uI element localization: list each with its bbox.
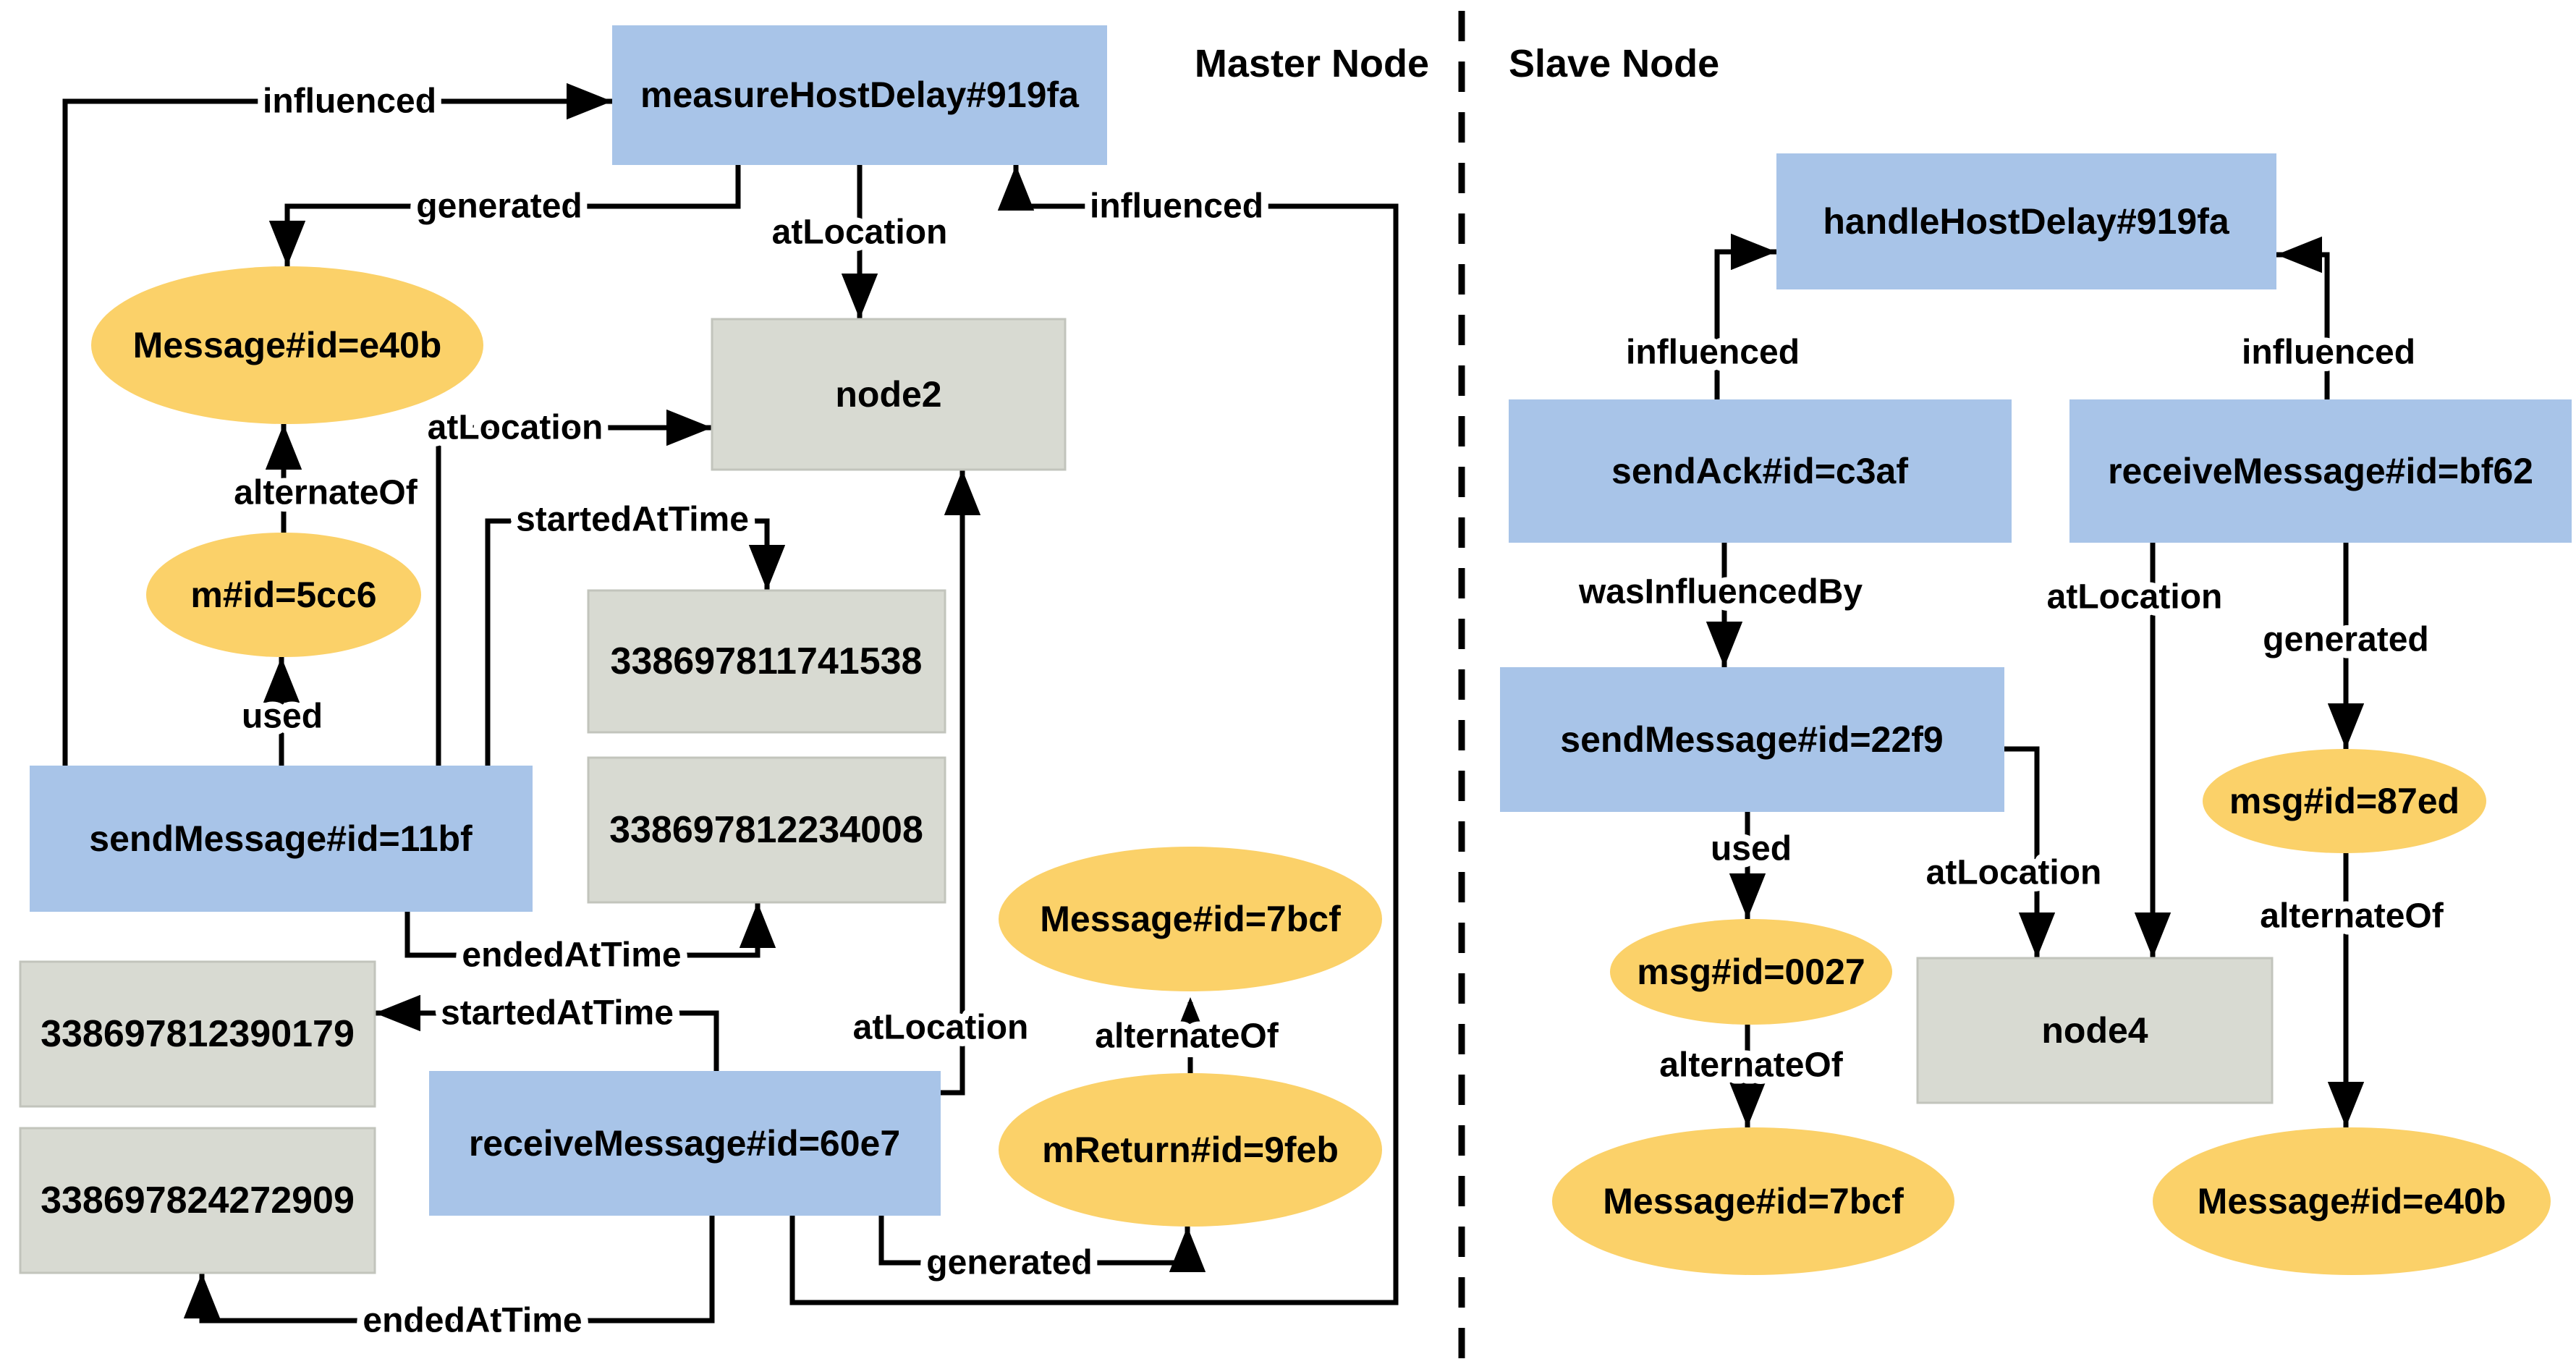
edge-label-used-master: used	[242, 698, 323, 736]
entity-node-label: msg#id=87ed	[2229, 781, 2460, 821]
entity-node-m-5cc6	[146, 533, 421, 657]
edge-label-started-at-time-recv: startedAtTime	[441, 994, 674, 1033]
activity-node-send-ack	[1509, 399, 2012, 543]
timestamp-node-send-ended	[587, 756, 946, 904]
edge-label-ended-at-time-recv: endedAtTime	[363, 1302, 582, 1340]
edge-label-generated-top: generated	[416, 187, 582, 226]
edge-label-influenced-send-ack: influenced	[1626, 334, 1800, 372]
slave-edge-labels: influenced influenced wasInfluencedBy us…	[1571, 326, 2452, 1092]
timestamp-value: 338697824272909	[41, 1180, 355, 1221]
activity-node-label: sendMessage#id=22f9	[1560, 719, 1943, 760]
activity-node-label: measureHostDelay#919fa	[640, 75, 1080, 115]
edge-label-alternate-of-msg: alternateOf	[1659, 1046, 1843, 1085]
entity-node-label: Message#id=e40b	[2198, 1181, 2507, 1221]
edge-label-influenced-left: influenced	[263, 82, 436, 121]
master-edge-labels: influenced generated atLocation influenc…	[226, 75, 1286, 1347]
edge-label-at-location-send: atLocation	[1926, 854, 2102, 892]
edge-generated-return	[878, 1216, 1206, 1272]
entity-node-message-7bcf	[999, 847, 1382, 991]
slave-nodes: handleHostDelay#919fa sendAck#id=c3af re…	[1500, 153, 2572, 1275]
master-node-title: Master Node	[1195, 42, 1429, 85]
edge-label-generated-return: generated	[926, 1244, 1092, 1282]
entity-node-message-7bcf-slave	[1552, 1127, 1954, 1275]
edge-label-generated-slave: generated	[2263, 621, 2428, 659]
timestamp-value: 338697812390179	[41, 1013, 355, 1055]
location-node-node4	[1916, 957, 2274, 1104]
edge-label-influenced-receive: influenced	[2242, 334, 2415, 372]
edge-ended-at-time-send	[404, 902, 776, 958]
edge-started-at-time-send	[485, 518, 786, 766]
edge-label-alternate-of-return-slave: alternateOf	[2260, 897, 2444, 936]
edge-label-at-location-node2: atLocation	[428, 409, 603, 447]
edge-influenced-left	[62, 82, 612, 766]
slave-edges	[1706, 233, 2365, 1127]
entity-node-label: Message#id=e40b	[133, 325, 442, 365]
timestamp-node-recv-ended	[19, 1127, 376, 1274]
edge-at-location-send	[2004, 746, 2056, 958]
activity-node-label: sendAck#id=c3af	[1611, 451, 1908, 491]
activity-node-label: sendMessage#id=11bf	[89, 818, 473, 859]
activity-node-send-message-slave	[1500, 667, 2004, 812]
activity-node-handle-host-delay	[1776, 153, 2276, 289]
timestamp-value: 338697811741538	[611, 640, 923, 682]
edge-at-location-recv	[941, 470, 981, 1096]
activity-node-receive-message-slave	[2069, 399, 2572, 543]
timestamp-value: 338697812234008	[609, 809, 923, 851]
edge-influenced-receive	[2276, 236, 2330, 399]
location-node-label: node2	[835, 374, 941, 415]
edge-label-at-location-recv-slave: atLocation	[2047, 578, 2223, 617]
edge-label-started-at-time-send: startedAtTime	[516, 501, 749, 539]
edge-started-at-time-recv	[375, 994, 719, 1071]
location-node-node2	[711, 318, 1067, 471]
entity-node-msg-87ed	[2203, 749, 2486, 853]
edge-label-ended-at-time-send: endedAtTime	[462, 936, 681, 975]
entity-node-message-e40b-slave	[2153, 1127, 2551, 1275]
entity-node-label: m#id=5cc6	[190, 575, 376, 615]
activity-node-label: receiveMessage#id=60e7	[469, 1123, 900, 1164]
edge-label-at-location-recv: atLocation	[853, 1009, 1029, 1047]
edge-ended-at-time-recv	[183, 1216, 715, 1324]
entity-node-label: Message#id=7bcf	[1603, 1181, 1904, 1221]
edge-label-at-location-top: atLocation	[772, 213, 948, 252]
master-edges	[62, 82, 1399, 1324]
entity-node-label: mReturn#id=9feb	[1042, 1130, 1339, 1170]
entity-node-msg-0027	[1610, 919, 1892, 1025]
entity-node-message-e40b	[91, 266, 483, 424]
entity-node-label: Message#id=7bcf	[1040, 899, 1341, 939]
edge-influenced-right	[789, 165, 1399, 1305]
edge-influenced-send-ack	[1714, 233, 1776, 399]
activity-node-send-message	[30, 766, 533, 912]
edge-label-alternate-of-return: alternateOf	[1095, 1017, 1279, 1056]
entity-node-label: msg#id=0027	[1637, 952, 1865, 992]
master-nodes: measureHostDelay#919fa node2 33869781174…	[19, 25, 1382, 1274]
edge-at-location-node2	[436, 409, 712, 766]
slave-node-title: Slave Node	[1509, 42, 1719, 85]
location-node-label: node4	[2041, 1010, 2148, 1051]
timestamp-node-recv-started	[19, 960, 376, 1108]
edge-label-influenced-right: influenced	[1090, 187, 1263, 226]
entity-node-m-return-9feb	[999, 1073, 1382, 1227]
edge-label-was-influenced-by: wasInfluencedBy	[1578, 573, 1863, 611]
activity-node-label: receiveMessage#id=bf62	[2108, 451, 2533, 491]
edge-generated-top	[268, 165, 741, 266]
activity-node-label: handleHostDelay#919fa	[1823, 201, 2230, 242]
activity-node-receive-message	[429, 1071, 941, 1216]
edge-label-alternate-of-left: alternateOf	[234, 474, 418, 512]
timestamp-node-send-started	[587, 589, 946, 734]
activity-node-measure-host-delay	[612, 25, 1107, 165]
edge-label-used-slave: used	[1711, 830, 1792, 868]
